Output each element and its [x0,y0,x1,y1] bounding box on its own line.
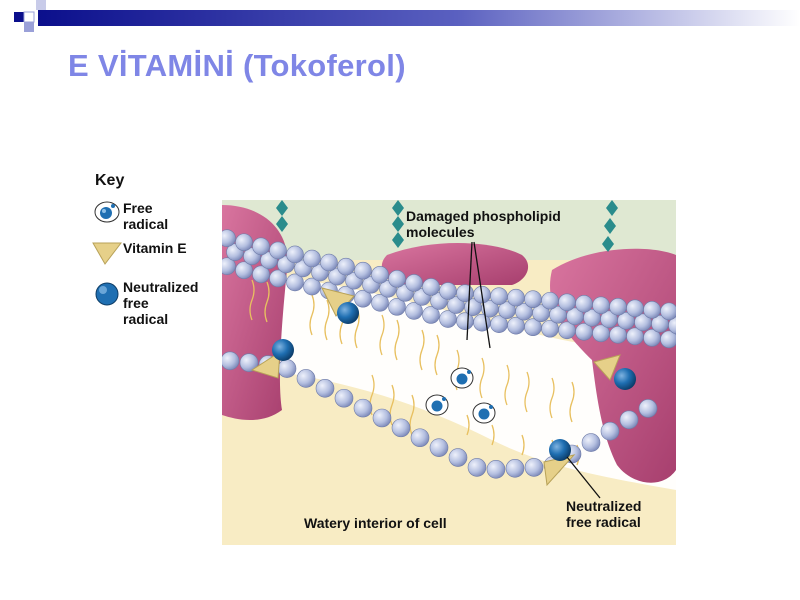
phospholipid-head [286,273,304,292]
phospholipid-head [626,299,644,318]
key-label-free-radical: Free radical [123,200,169,232]
phospholipid-head [575,294,593,313]
key-heading: Key [95,172,125,189]
phospholipid-head [315,379,335,398]
phospholipid-head [467,458,487,477]
phospholipid-head [269,241,287,260]
phospholipid-head [391,418,411,438]
phospholipid-head [660,302,678,321]
neutralized-free-radical-icon [93,281,121,312]
phospholipid-head [388,298,406,316]
phospholipid-head [252,265,270,284]
neutralized-radical [549,439,571,461]
phospholipid-head [638,399,658,418]
neutralized-radical [614,368,636,390]
vitamin-e-icon [91,240,123,271]
phospholipid-head [269,269,287,288]
neutralized-radical [337,302,359,324]
phospholipid-head [456,284,474,302]
phospholipid-head [372,408,392,428]
watery-interior-label: Watery interior of cell [304,515,447,531]
phospholipid-head [609,298,627,316]
neutralized-radical [272,339,294,361]
phospholipid-head [303,249,321,268]
damaged-phospholipid-label: Damaged phospholipid molecules [406,208,561,240]
free-radical [425,394,449,416]
inner-leaflet-heads [220,351,658,479]
neutralized-leader-line [566,456,601,499]
phospholipid-head [320,253,338,272]
phospholipid-head [619,410,639,430]
phospholipid-head [600,421,620,441]
cell-membrane-diagram: Damaged phospholipid molecules Watery in… [218,200,686,545]
phospholipid-head [277,359,297,378]
phospholipid-head [235,233,253,252]
phospholipid-head [239,353,259,372]
neutralized-radical-label: Neutralized free radical [566,498,642,530]
phospholipid-head [448,448,468,467]
vitamin-e-molecule [593,354,621,381]
key-label-neutralized: Neutralized free radical [123,279,199,327]
phospholipid-head [353,398,373,418]
damaged-leader-line [473,241,491,349]
phospholipid-head [388,270,406,288]
free-radical-icon [93,200,121,229]
phospholipid-head [371,265,389,284]
membrane-protein-top [381,242,529,285]
phospholipid-head [410,428,430,448]
phospholipid-head [286,245,304,264]
phospholipid-head [334,388,354,408]
phospholipid-head [505,459,525,478]
phospholipid-head [252,237,270,256]
phospholipid-head [235,261,253,280]
key-label-vitamin-e: Vitamin E [123,240,187,256]
free-radical [450,367,474,389]
phospholipid-head [524,290,542,309]
phospholipid-head [643,301,661,319]
phospholipid-head [337,257,355,276]
phospholipid-head [558,293,576,312]
damaged-leader-line [466,241,473,341]
phospholipid-head [429,438,449,457]
phospholipid-head [422,306,440,324]
phospholipid-head [486,459,506,479]
phospholipid-head [422,278,440,296]
phospholipid-head [507,288,525,307]
phospholipid-head [296,369,316,388]
vitamin-e-molecule [250,351,281,379]
phospholipid-head [220,351,240,371]
phospholipid-head [218,229,236,247]
phospholipid-head [524,458,544,477]
phospholipid-head [405,274,423,292]
phospholipid-head [354,289,372,308]
title-gradient-bar [0,0,800,36]
phospholipid-head [405,302,423,320]
phospholipid-head [354,261,372,280]
free-radical [472,402,496,424]
phospholipid-head [439,282,457,300]
phospholipid-head [592,296,610,315]
phospholipid-head [581,433,601,452]
phospholipid-head [371,293,389,312]
phospholipid-head [303,277,321,296]
phospholipid-head [490,287,508,305]
slide-title: E VİTAMİNİ (Tokoferol) [68,48,406,83]
outer-leaflet-heads [218,229,686,349]
phospholipid-head [541,291,559,310]
